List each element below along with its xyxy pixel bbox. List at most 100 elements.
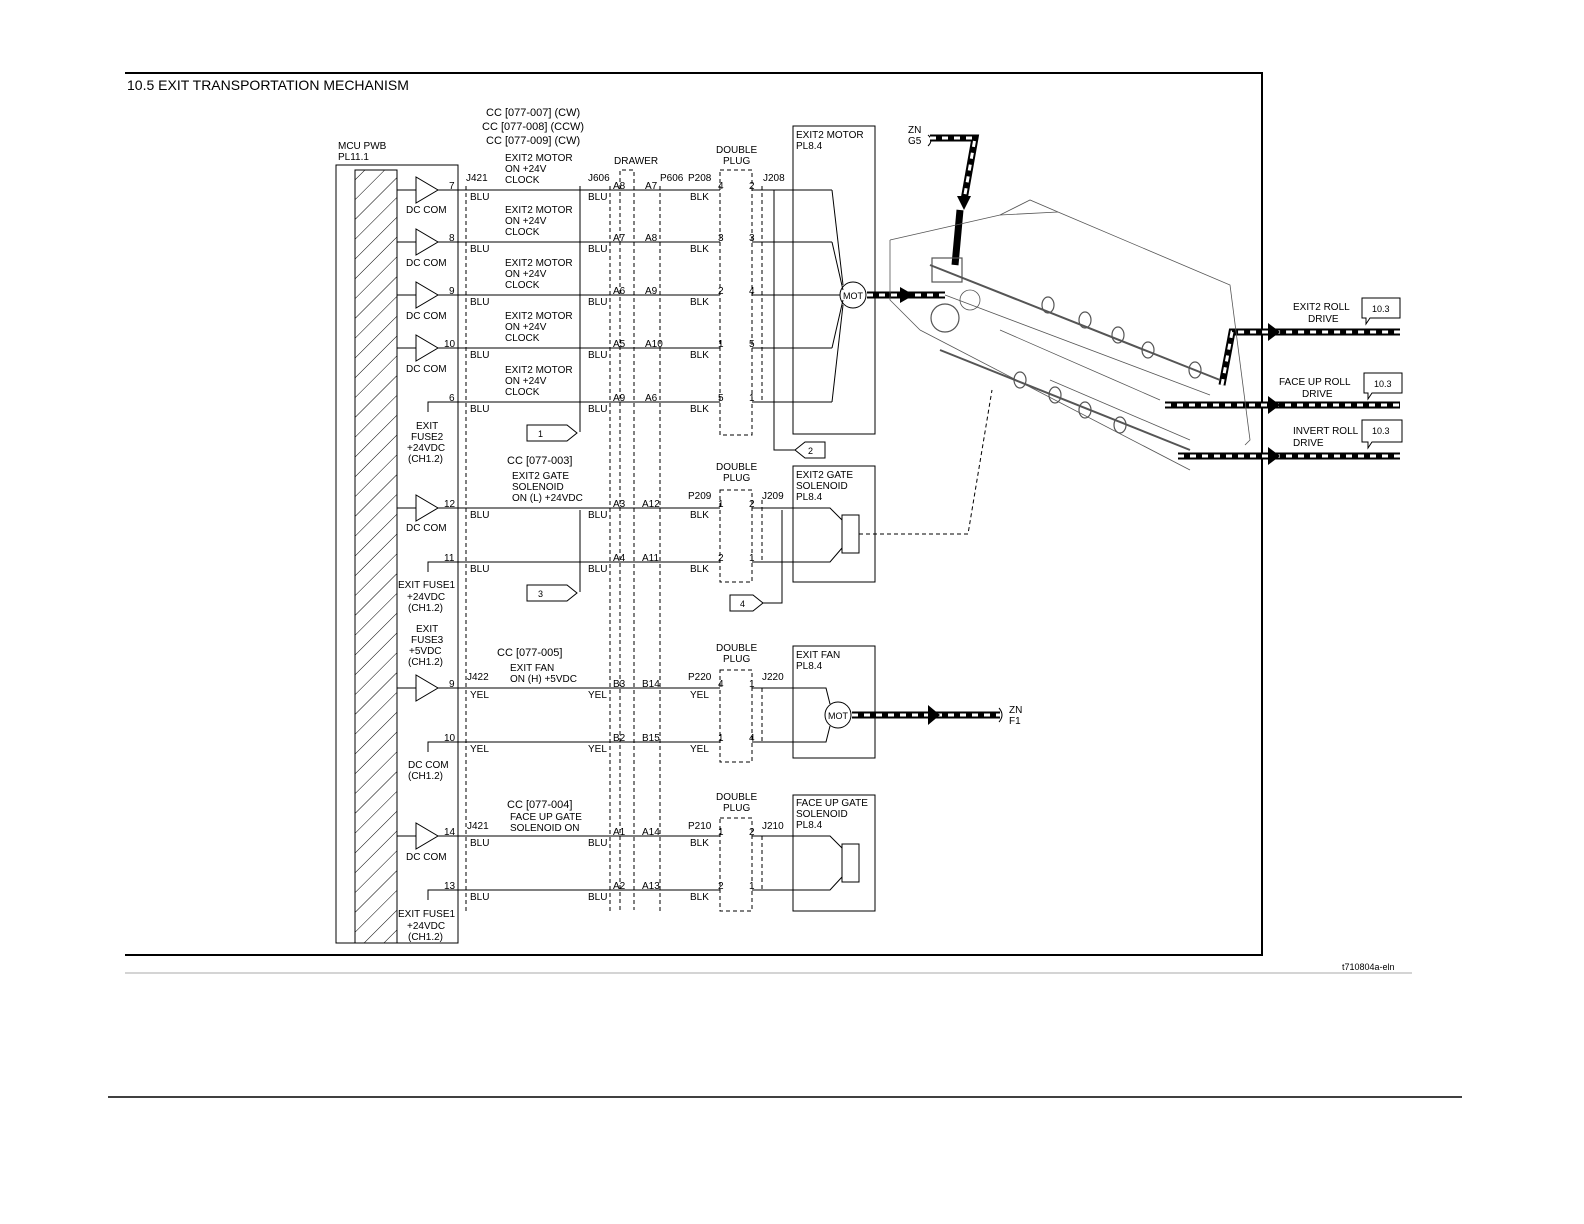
- drawer-pin: A6: [645, 393, 658, 404]
- faceup-gate-box: [792, 794, 876, 912]
- fuse1-l2: +24VDC: [407, 592, 445, 603]
- zn-top-1: ZN: [908, 125, 921, 136]
- wire-color: BLU: [470, 350, 489, 361]
- plug-pin: 2: [749, 499, 755, 510]
- drawer-left-column: [619, 169, 635, 910]
- callout-1: [526, 424, 578, 442]
- fuse2-l3: +24VDC: [407, 443, 445, 454]
- fan-sig-2: ON (H) +5VDC: [510, 674, 577, 685]
- drive-invert-arrow: [1268, 447, 1280, 465]
- drive-exit2-l2: DRIVE: [1308, 314, 1339, 325]
- dc-com-label: DC COM: [406, 311, 447, 322]
- fuse2-l2: FUSE2: [411, 432, 444, 443]
- signal-name: EXIT2 MOTOR: [505, 258, 573, 269]
- conn-j421: J421: [466, 173, 488, 184]
- exit2-motor-box: [792, 125, 876, 435]
- drawer-pin: B3: [613, 679, 626, 690]
- faceup-block-1: FACE UP GATE: [796, 798, 868, 809]
- roller: [1078, 401, 1092, 419]
- g5-drive-dots: [930, 136, 977, 201]
- wire-color: BLU: [470, 192, 489, 203]
- gate-sig-2: SOLENOID: [512, 482, 564, 493]
- conn-p220: P220: [688, 672, 712, 683]
- roller: [1048, 386, 1062, 404]
- wire-color: BLK: [690, 892, 709, 903]
- fuse2-l4: (CH1.2): [408, 454, 443, 465]
- drawer-pin: B14: [642, 679, 660, 690]
- dc-com-label: DC COM: [406, 258, 447, 269]
- driver-triangle: [415, 822, 439, 850]
- plug-pin: 2: [749, 827, 755, 838]
- drawer-pin: A14: [642, 827, 660, 838]
- faceup-lead-a: [820, 835, 843, 849]
- conn-p606: P606: [660, 173, 684, 184]
- dc-com-label: DC COM: [406, 852, 447, 863]
- mcu-pl: PL11.1: [338, 152, 369, 163]
- plug-pin: 3: [749, 233, 755, 244]
- diagram-frame: [125, 72, 1263, 956]
- drawer-pin: A3: [613, 499, 626, 510]
- fan-lead-a: [820, 687, 831, 705]
- drive-invert-ref-box: [1361, 419, 1403, 450]
- motor-fan-lines: [831, 189, 844, 403]
- plug-pin: 5: [749, 339, 755, 350]
- fan-mot: MOT: [828, 711, 848, 721]
- plug-pin: 5: [718, 393, 724, 404]
- double-plug-1a: DOUBLE: [716, 145, 757, 156]
- wire-color: BLK: [690, 404, 709, 415]
- wire-color: BLU: [588, 192, 607, 203]
- exit2-motor-name: EXIT2 MOTOR: [796, 130, 864, 141]
- drawer-pin: B2: [613, 733, 626, 744]
- pin-number: 14: [444, 827, 456, 838]
- fuse1-l3: (CH1.2): [408, 603, 443, 614]
- mcu-hatch: [354, 169, 398, 944]
- fuse2-l1: EXIT: [416, 421, 438, 432]
- plug-box-3: [719, 669, 753, 763]
- g5-drive-stub: [951, 209, 964, 266]
- gate-cc: CC [077-003]: [507, 455, 572, 467]
- conn-j210: J210: [762, 821, 784, 832]
- pin-number: 10: [444, 339, 456, 350]
- plug-box-2: [719, 489, 753, 583]
- drawer-pin: A6: [613, 286, 626, 297]
- wire-color: BLK: [690, 838, 709, 849]
- cc-077-008: CC [077-008] (CCW): [482, 121, 584, 133]
- wire-color: BLU: [588, 297, 607, 308]
- plug-pin: 2: [718, 286, 724, 297]
- figure-id: t710804a-eln: [1342, 962, 1395, 972]
- fuse1b-l3: (CH1.2): [408, 932, 443, 943]
- drive-invert-ref: 10.3: [1372, 426, 1390, 436]
- signal-name: ON +24V: [505, 269, 547, 280]
- mcu-name: MCU PWB: [338, 141, 387, 152]
- fan-block-1: EXIT FAN: [796, 650, 840, 661]
- drive-invert-l1: INVERT ROLL: [1293, 426, 1359, 437]
- drawer-pin: A10: [645, 339, 663, 350]
- fan-lead-b: [820, 725, 831, 743]
- plug-pin: 1: [718, 499, 724, 510]
- fuse-hook: [427, 561, 458, 572]
- drawer-pin: A4: [613, 553, 626, 564]
- dccom-ch-2: (CH1.2): [408, 771, 443, 782]
- wire-color: BLU: [470, 297, 489, 308]
- dc-com-label: DC COM: [406, 364, 447, 375]
- double-plug-4a: DOUBLE: [716, 792, 757, 803]
- drawer-pin: A12: [642, 499, 660, 510]
- roller: [1013, 371, 1027, 389]
- drive-faceup-ref: 10.3: [1374, 379, 1392, 389]
- fan-out-arrow: [928, 705, 940, 725]
- double-plug-3a: DOUBLE: [716, 643, 757, 654]
- wire-color: BLU: [588, 564, 607, 575]
- wire-color: BLU: [588, 838, 607, 849]
- plug-box-4: [719, 817, 753, 912]
- plug-pin: 1: [749, 393, 755, 404]
- exit-fan-box: [792, 645, 876, 759]
- signal-name: EXIT2 MOTOR: [505, 205, 573, 216]
- pin-number: 12: [444, 499, 456, 510]
- dc-com-label: DC COM: [406, 523, 447, 534]
- callout-3: [526, 584, 578, 602]
- faceup-sig-2: SOLENOID ON: [510, 823, 579, 834]
- conn-j220: J220: [762, 672, 784, 683]
- drive-invert-l2: DRIVE: [1293, 438, 1324, 449]
- gate-sol-lead-a: [820, 507, 843, 521]
